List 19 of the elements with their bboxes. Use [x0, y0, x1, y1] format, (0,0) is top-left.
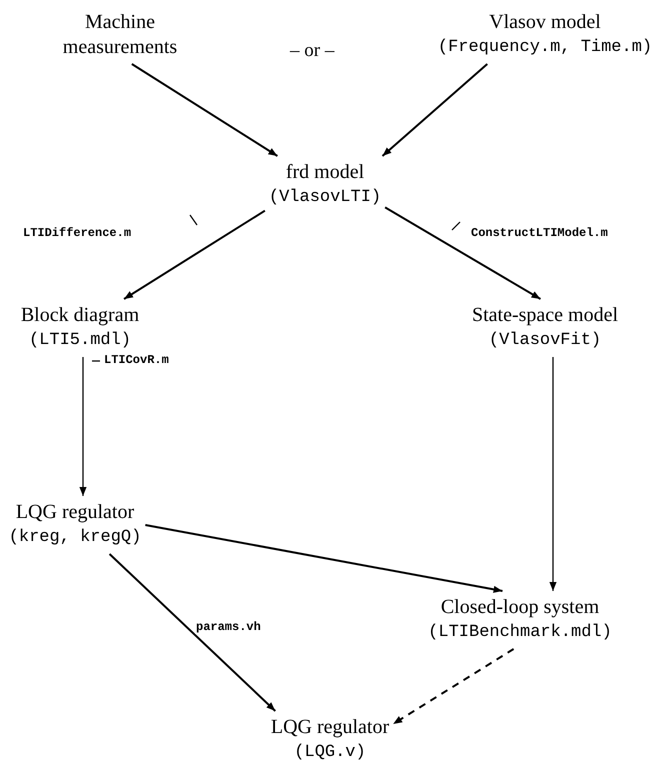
node-text: Closed-loop system (LTIBenchmark.mdl): [428, 595, 612, 645]
arrow: [145, 524, 503, 593]
edge-label: params.vh: [195, 620, 262, 634]
node-text: LQG regulator (kreg, kregQ): [8, 500, 142, 550]
node-text: LQG regulator (LQG.v): [270, 715, 390, 765]
node-text: frd model (VlasovLTI): [268, 160, 382, 210]
arrow: [131, 63, 278, 157]
node-text: State-space model (VlasovFit): [472, 303, 618, 353]
arrow: [382, 63, 488, 157]
note-text: – or –: [290, 40, 334, 62]
node-text: Vlasov model (Frequency.m, Time.m): [438, 10, 652, 60]
arrow: [549, 357, 557, 591]
arrow: [384, 206, 541, 300]
node-text: Block diagram (LTI5.mdl): [20, 303, 140, 353]
arrow: [108, 553, 276, 712]
node-text: Machine measurements: [35, 10, 205, 60]
arrow: [124, 210, 266, 300]
arrow: [392, 648, 514, 725]
arrow: [79, 357, 87, 496]
